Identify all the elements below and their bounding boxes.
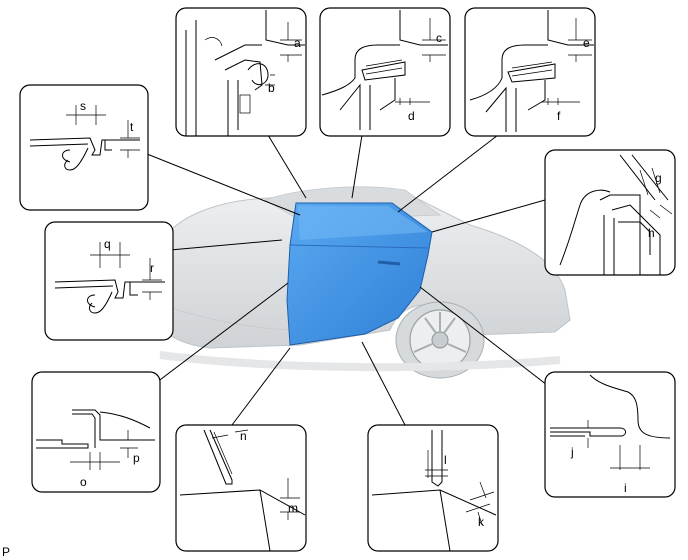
detail-panel-cd: c d bbox=[319, 7, 451, 137]
detail-panel-ef: e f bbox=[464, 7, 596, 137]
label-e: e bbox=[583, 36, 590, 50]
detail-panel-op: o p bbox=[31, 371, 161, 493]
label-g: g bbox=[655, 171, 662, 185]
label-f: f bbox=[557, 109, 561, 123]
leader-lines bbox=[136, 134, 561, 426]
detail-panel-st: s t bbox=[19, 84, 149, 211]
label-i: i bbox=[624, 481, 627, 495]
detail-panel-qr: q r bbox=[44, 221, 174, 341]
detail-panel-lk: l k bbox=[367, 424, 499, 552]
label-h: h bbox=[648, 226, 655, 240]
detail-panel-ji: j i bbox=[544, 371, 676, 498]
detail-panel-ab: a b bbox=[175, 7, 307, 137]
label-s: s bbox=[80, 99, 86, 113]
label-j: j bbox=[570, 445, 574, 459]
detail-panel-gh: g h bbox=[544, 149, 676, 276]
label-c: c bbox=[436, 31, 442, 45]
label-d: d bbox=[408, 109, 415, 123]
label-b: b bbox=[268, 81, 275, 95]
label-m: m bbox=[288, 501, 298, 515]
corner-code: P bbox=[2, 545, 10, 559]
label-r: r bbox=[150, 261, 154, 275]
detail-panel-nm: n m bbox=[175, 424, 307, 552]
rear-door-highlight bbox=[286, 202, 433, 346]
label-p: p bbox=[133, 451, 140, 465]
label-o: o bbox=[80, 475, 87, 489]
label-k: k bbox=[478, 515, 485, 529]
label-l: l bbox=[444, 453, 447, 467]
label-t: t bbox=[130, 120, 134, 134]
door-handle bbox=[377, 260, 401, 266]
label-n: n bbox=[240, 429, 247, 443]
label-a: a bbox=[294, 36, 301, 50]
label-q: q bbox=[104, 237, 111, 251]
